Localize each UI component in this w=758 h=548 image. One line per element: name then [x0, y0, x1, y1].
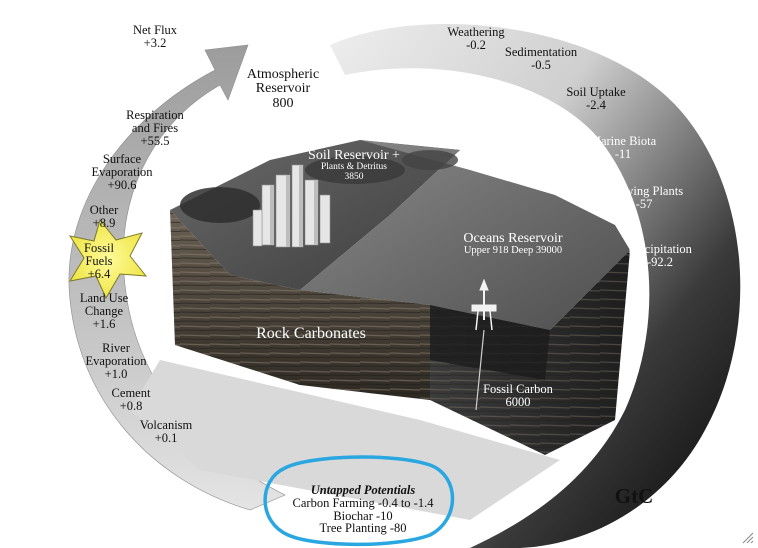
untapped-item: Carbon Farming -0.4 to -1.4	[292, 495, 434, 510]
marine-biota-label: Marine Biota-11	[589, 134, 657, 161]
precipitation-label: Precipitation-92.2	[628, 242, 692, 269]
rock-carbonates-label: Rock Carbonates	[256, 325, 366, 342]
weathering-label: Weathering-0.2	[447, 25, 505, 52]
vegetation	[180, 187, 260, 223]
river-evaporation-label: River Evaporation+1.0	[85, 341, 147, 381]
other-label: Other+8.9	[89, 203, 119, 230]
block-top-ocean	[300, 140, 630, 330]
surface-evaporation-label: Surface Evaporation+90.6	[91, 152, 153, 192]
vegetation	[305, 156, 405, 184]
soil-reservoir-label: Soil Reservoir + Plants & Detritus 3850	[308, 148, 400, 182]
block-front-strata	[170, 210, 430, 400]
oil-rig	[471, 278, 497, 411]
oceans-reservoir-label: Oceans Reservoir Upper 918 Deep 39000	[463, 231, 563, 257]
vegetation	[402, 150, 458, 170]
building-shadows	[270, 165, 318, 247]
unit-label: GtC	[614, 484, 654, 508]
fossil-fuels-star	[68, 218, 148, 300]
untapped-item: Biochar -10	[333, 508, 393, 523]
soil-uptake-label: Soil Uptake-2.4	[566, 85, 626, 112]
fossil-fuels-label: Fossil Fuels+6.4	[84, 241, 114, 281]
sedimentation-label: Sedimentation-0.5	[504, 45, 578, 72]
land-use-change-label: Land Use Change+1.6	[79, 291, 129, 331]
resize-grip-icon[interactable]	[740, 530, 754, 544]
ring-inflow-arc	[68, 44, 286, 511]
net-flux-label: Net Flux+3.2	[132, 23, 178, 50]
untapped-potentials-block: Untapped Potentials Carbon Farming -0.4 …	[292, 483, 434, 536]
untapped-item: Tree Planting -80	[319, 521, 407, 536]
cement-label: Cement+0.8	[111, 386, 151, 413]
ocean-cutaway	[430, 305, 550, 380]
ring-outflow-arc	[330, 24, 741, 548]
untapped-highlight-oval	[263, 455, 455, 547]
respiration-label: Respiration and Fires+55.5	[126, 108, 184, 148]
block-shadow	[130, 360, 560, 520]
volcanism-label: Volcanism+0.1	[139, 418, 193, 445]
growing-plants-label: Growing Plants-57	[604, 184, 684, 211]
